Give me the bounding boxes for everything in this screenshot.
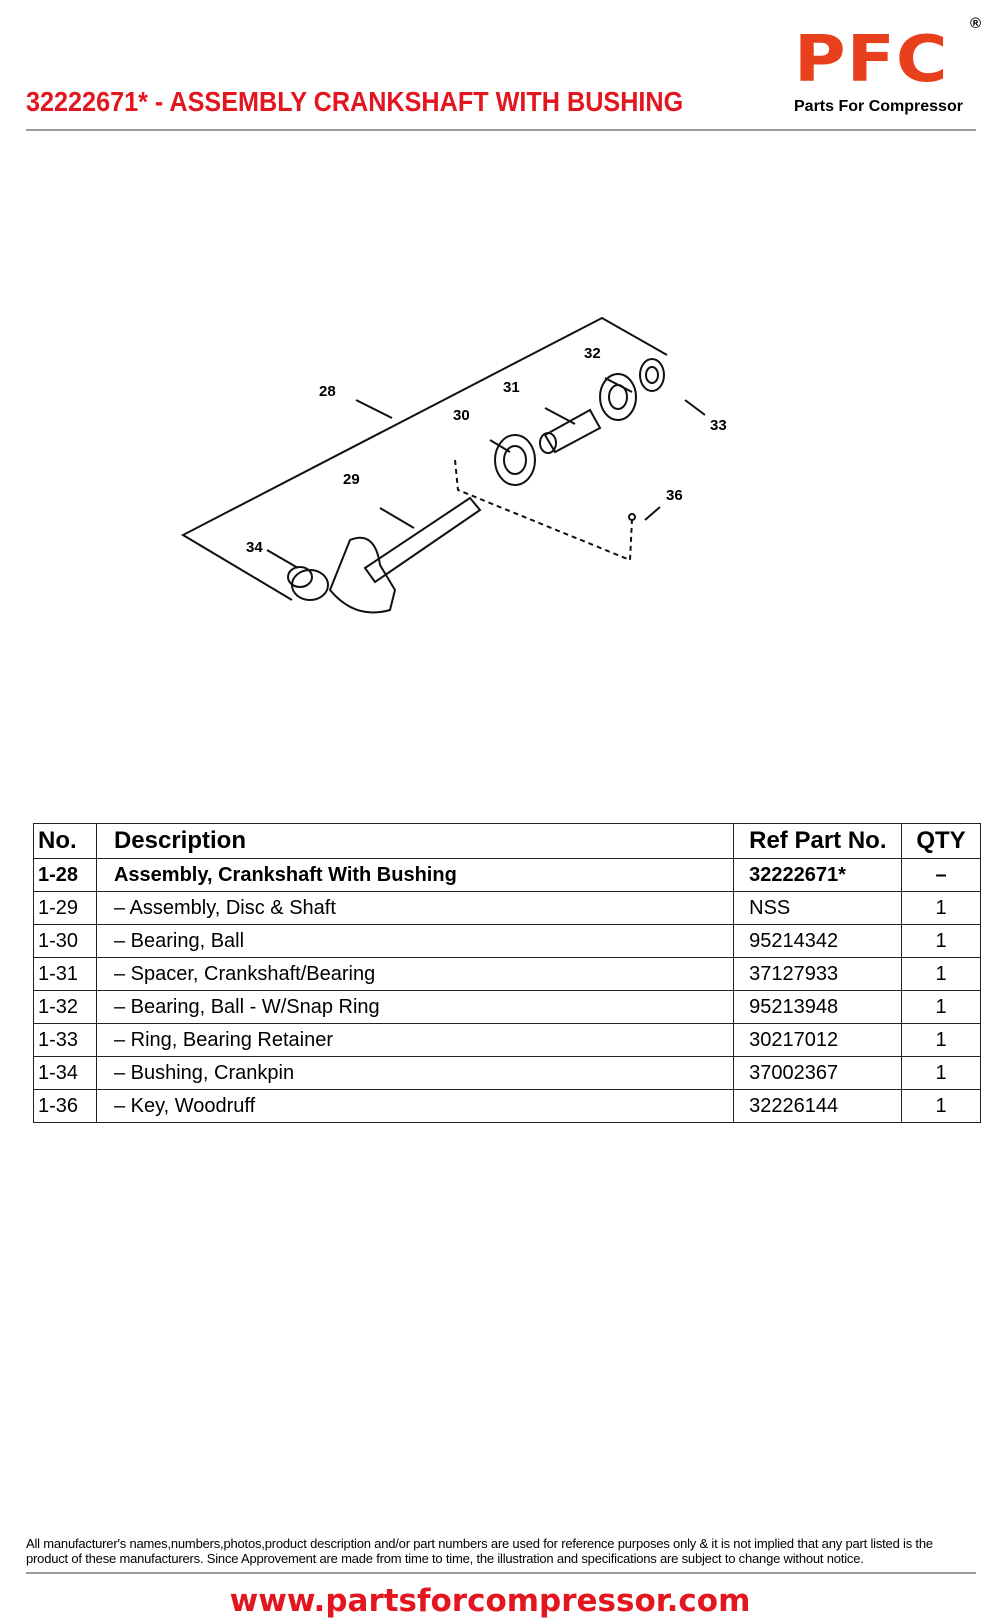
cell-qty: 1 [901,1056,981,1090]
cell-description: Assembly, Crankshaft With Bushing [95,858,735,892]
cell-ref-part-no: 95213948 [733,990,903,1024]
footer-divider [26,1572,976,1574]
pfc-logo: PFC ® Parts For Compressor [790,16,985,124]
header-qty: QTY [901,823,981,859]
cell-qty: 1 [901,1089,981,1123]
bearing-32 [599,373,637,421]
callout-29: 29 [343,471,360,488]
logo-letters: PFC [794,23,949,97]
cell-qty: 1 [901,1023,981,1057]
cell-ref-part-no: 95214342 [733,924,903,958]
website-url[interactable]: www.partsforcompressor.com [229,1583,751,1619]
cell-description: – Bearing, Ball - W/Snap Ring [95,990,735,1024]
cell-qty: 1 [901,924,981,958]
callout-36: 36 [666,487,683,504]
callout-28: 28 [319,383,336,400]
cell-no: 1-36 [33,1089,97,1123]
disclaimer: All manufacturer's names,numbers,photos,… [26,1536,933,1566]
cell-description: – Assembly, Disc & Shaft [95,891,735,925]
table-header-row: No. Description Ref Part No. QTY [33,823,981,859]
callout-31: 31 [503,379,520,396]
header-ref-part-no: Ref Part No. [733,823,903,859]
exploded-diagram: 28 29 30 31 32 33 34 36 [180,316,727,614]
logo-tagline: Parts For Compressor [794,98,963,115]
cell-ref-part-no: 30217012 [733,1023,903,1057]
cell-ref-part-no: NSS [733,891,903,925]
crankshaft [363,496,482,584]
callout-34: 34 [246,539,263,556]
cell-ref-part-no: 37002367 [733,1056,903,1090]
cell-no: 1-32 [33,990,97,1024]
cell-no: 1-34 [33,1056,97,1090]
key-guide-dashed [454,459,633,562]
cell-ref-part-no: 37127933 [733,957,903,991]
crank-disc [328,536,397,614]
cell-description: – Bearing, Ball [95,924,735,958]
cell-description: – Key, Woodruff [95,1089,735,1123]
header-description: Description [95,823,735,859]
page-title: 32222671* - ASSEMBLY CRANKSHAFT WITH BUS… [26,86,684,117]
cell-qty: 1 [901,957,981,991]
registered-mark: ® [970,15,982,32]
cell-description: – Spacer, Crankshaft/Bearing [95,957,735,991]
cell-description: – Ring, Bearing Retainer [95,1023,735,1057]
bushing-34 [291,569,329,601]
callout-33: 33 [710,417,727,434]
ring-33 [639,358,665,392]
callout-30: 30 [453,407,470,424]
cell-no: 1-28 [33,858,97,892]
header-divider [26,129,976,131]
cell-description: – Bushing, Crankpin [95,1056,735,1090]
cell-qty: 1 [901,990,981,1024]
cell-ref-part-no: 32222671* [733,858,903,892]
callout-32: 32 [584,345,601,362]
bearing-30 [494,434,536,486]
cell-qty: – [901,858,981,892]
spacer-31 [543,408,602,454]
cell-no: 1-31 [33,957,97,991]
bracket-line-28 [180,316,668,601]
cell-no: 1-29 [33,891,97,925]
key-36 [628,513,636,521]
cell-no: 1-30 [33,924,97,958]
cell-qty: 1 [901,891,981,925]
cell-ref-part-no: 32226144 [733,1089,903,1123]
header-no: No. [33,823,97,859]
cell-no: 1-33 [33,1023,97,1057]
